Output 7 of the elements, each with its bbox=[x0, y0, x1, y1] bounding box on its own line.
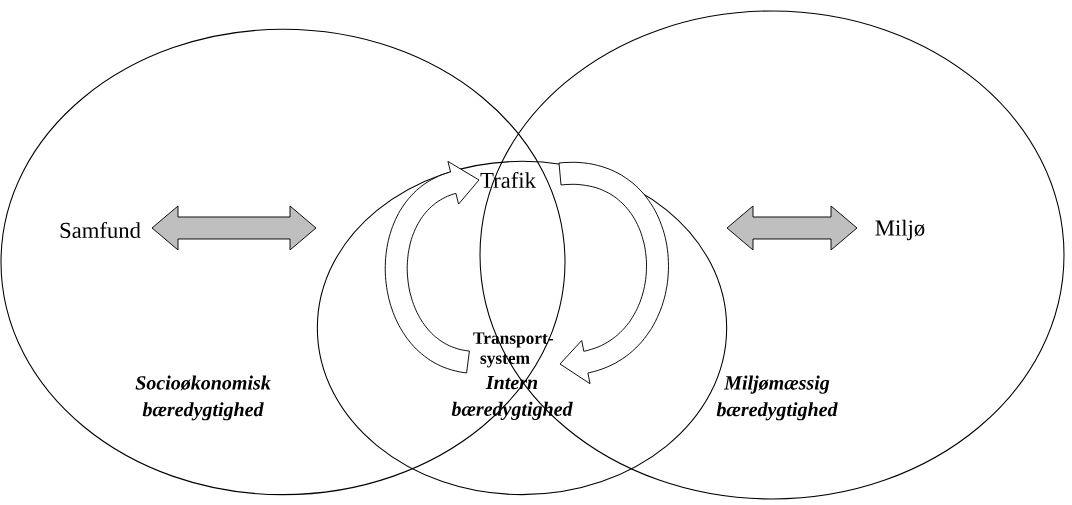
region-label: Socioøkonomisk bæredygtighed bbox=[135, 375, 271, 421]
double-arrow bbox=[151, 205, 317, 251]
curved-arrow bbox=[558, 161, 669, 385]
double-arrow bbox=[726, 205, 858, 251]
text-label: Samfund bbox=[60, 221, 141, 239]
text-label: Miljø bbox=[875, 219, 925, 241]
region-label: Miljømæssig bæredygtighed bbox=[716, 375, 838, 421]
